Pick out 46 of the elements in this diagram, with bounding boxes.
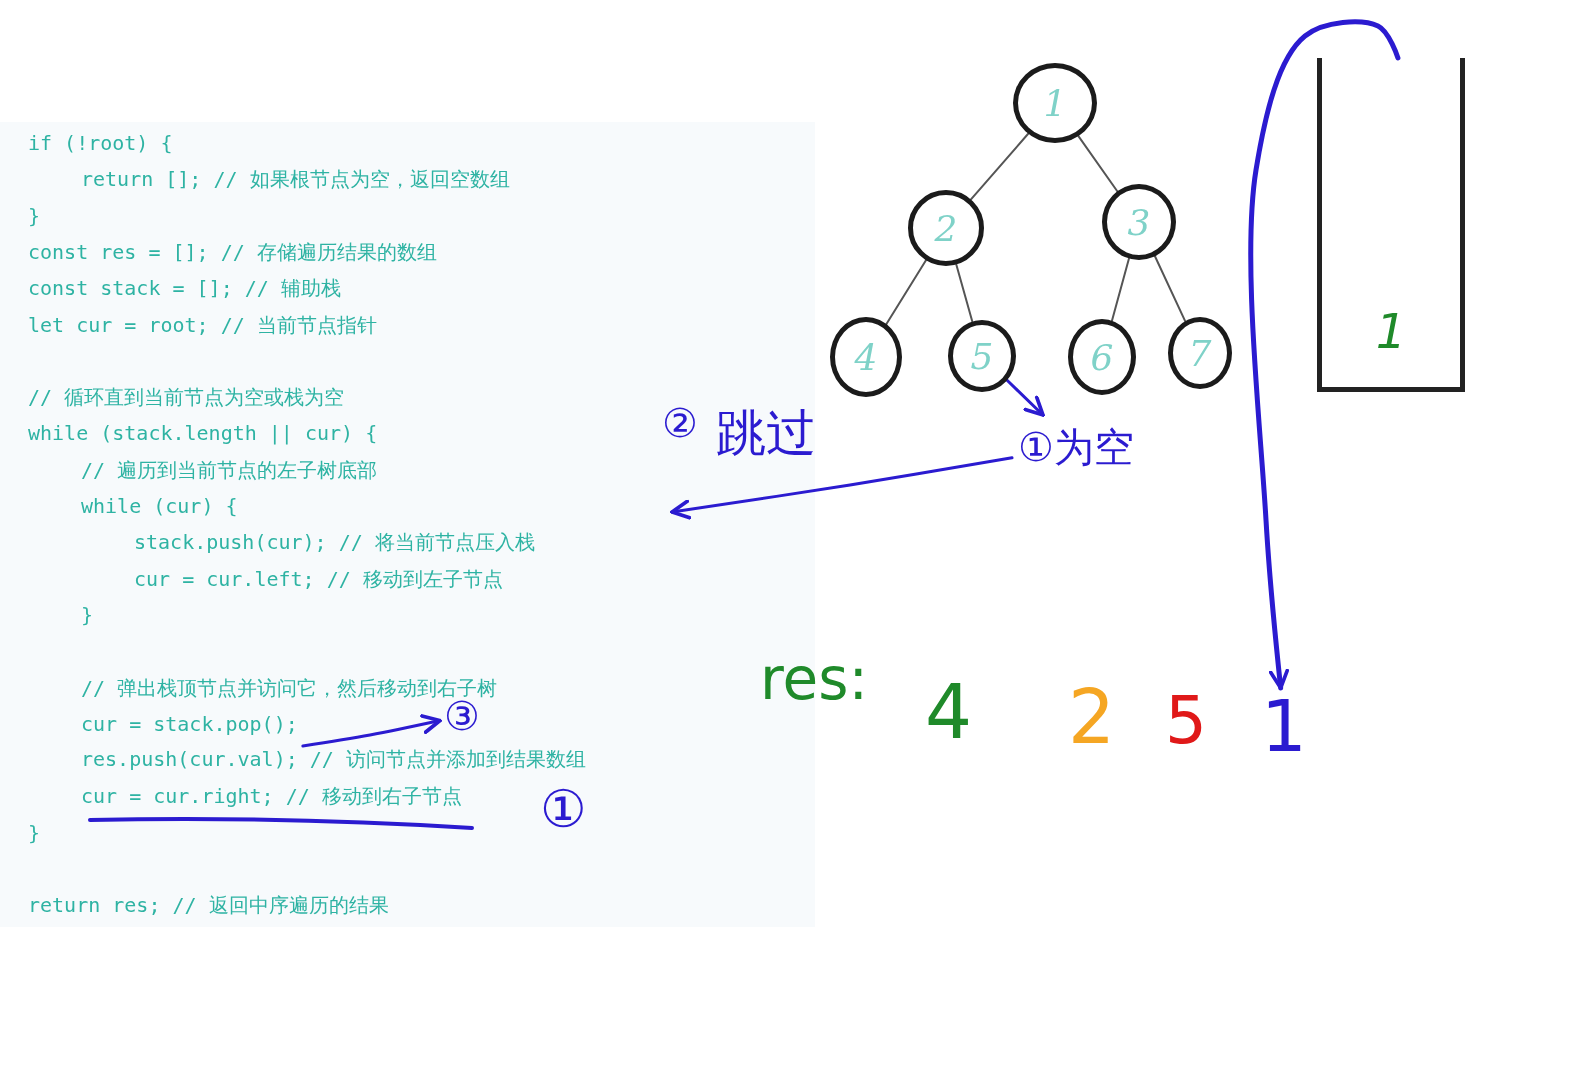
stack-container: 1	[1317, 58, 1465, 392]
code-line: return []; // 如果根节点为空，返回空数组	[81, 169, 510, 190]
code-line: const res = []; // 存储遍历结果的数组	[28, 241, 437, 262]
result-label: res:	[760, 650, 868, 708]
tree-node-circle: 6	[1068, 319, 1136, 395]
code-line: // 循环直到当前节点为空或栈为空	[28, 387, 345, 408]
arrow	[301, 714, 442, 748]
tree-node-circle: 2	[908, 190, 984, 266]
code-line: }	[28, 205, 41, 226]
tree-node-circle: 3	[1102, 184, 1176, 260]
arrow	[1005, 378, 1045, 417]
result-value: 4	[925, 675, 973, 749]
code-line: while (stack.length || cur) {	[28, 423, 378, 444]
code-line: cur = stack.pop();	[81, 713, 298, 734]
arrow	[670, 456, 1014, 520]
code-line: // 遍历到当前节点的左子树底部	[81, 459, 378, 480]
code-line: cur = cur.left; // 移动到左子节点	[134, 568, 503, 589]
result-value: 5	[1165, 688, 1207, 754]
code-line: cur = cur.right; // 移动到右子节点	[81, 786, 462, 807]
tree-node-circle: 4	[830, 317, 902, 397]
tree-node-circle: 5	[948, 320, 1016, 392]
code-line: while (cur) {	[81, 496, 238, 516]
code-line: const stack = []; // 辅助栈	[28, 278, 341, 299]
arrow	[1248, 19, 1401, 691]
connector-line	[1077, 135, 1119, 193]
tree-node-circle: 1	[1013, 63, 1097, 143]
handwritten-note: 跳过	[716, 408, 816, 458]
tree-node-circle: 7	[1168, 317, 1232, 389]
code-line: stack.push(cur); // 将当前节点压入栈	[134, 532, 535, 553]
result-value: 2	[1068, 680, 1116, 754]
code-line: let cur = root; // 当前节点指针	[28, 314, 377, 335]
circled-number: ②	[662, 403, 698, 443]
connector-line	[1110, 257, 1130, 322]
connector-line	[955, 263, 974, 323]
code-line: }	[28, 822, 41, 843]
code-line: if (!root) {	[28, 133, 173, 153]
code-line: }	[81, 604, 94, 625]
result-value: 1	[1262, 688, 1306, 764]
connector-line	[885, 259, 927, 326]
handwritten-note: ①为空	[1012, 415, 1140, 479]
connector-line	[1153, 255, 1187, 323]
connector-line	[969, 132, 1030, 201]
circled-number: ①	[540, 783, 587, 835]
code-line: res.push(cur.val); // 访问节点并添加到结果数组	[81, 746, 591, 772]
code-line: return res; // 返回中序遍历的结果	[28, 895, 389, 916]
code-line: // 弹出栈顶节点并访问它，然后移动到右子树	[81, 677, 498, 698]
